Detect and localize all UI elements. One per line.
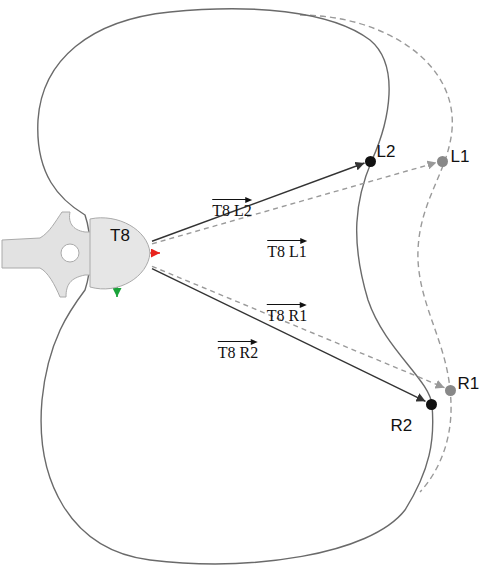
vertebra-body: T8 — [88, 215, 152, 291]
vector-label-box: T8 R2 — [218, 338, 258, 362]
point-label: L1 — [451, 147, 470, 167]
point-label: L2 — [377, 142, 396, 162]
landmark-point: L1 — [437, 156, 448, 167]
point-label: R1 — [458, 374, 480, 394]
vector-label: T8 R1 — [267, 301, 307, 325]
vertebra-label: T8 — [98, 226, 142, 246]
thorax-outline-dashed — [300, 15, 452, 492]
point-label: R2 — [391, 416, 413, 436]
vertebra-shape — [90, 218, 150, 289]
vector-label-box: T8 L2 — [212, 196, 252, 220]
landmark-point: L2 — [365, 156, 376, 167]
vector-label: T8 R2 — [218, 338, 258, 362]
thorax-outline — [38, 9, 433, 564]
vector-arrow — [152, 269, 426, 402]
landmark-point: R1 — [445, 385, 456, 396]
landmark-point: R2 — [426, 399, 437, 410]
vertebral-foramen — [61, 244, 79, 262]
vector-label-box: T8 R1 — [267, 301, 307, 325]
vector-arrow — [152, 266, 445, 387]
vector-arrow — [152, 163, 437, 244]
vertebra-posterior — [2, 212, 92, 297]
vector-arrow — [152, 163, 365, 241]
vector-label-box: T8 L1 — [267, 237, 307, 261]
vector-label: T8 L1 — [267, 237, 307, 261]
vector-label: T8 L2 — [212, 196, 252, 220]
